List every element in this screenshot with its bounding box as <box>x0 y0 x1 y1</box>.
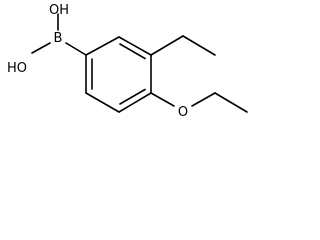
ring-bond-c1-c2 <box>118 36 152 56</box>
ring-bond-c4-c5 <box>85 92 120 113</box>
ethoxy-bond-o-ch2 <box>191 92 216 107</box>
ring-bond-c6-c1 <box>85 36 120 56</box>
ring-double-bond-c3-c4 <box>119 88 146 105</box>
ether-oxygen-label: O <box>178 105 188 120</box>
ethoxy-bond-ch2-ch3 <box>214 92 248 113</box>
ethyl-bond-1 <box>150 35 184 56</box>
hydroxyl-top-label: OH <box>49 3 69 18</box>
boron-ring-bond <box>65 42 87 56</box>
ring-double-bond-c1-c2 <box>119 43 146 60</box>
ethoxy-bond-c-o <box>150 92 175 107</box>
ring-bond-c3-c4 <box>118 92 152 113</box>
hydroxyl-bottom-label: HO <box>7 61 27 76</box>
ethyl-bond-2 <box>182 35 216 56</box>
chemical-structure: B OH HO O <box>7 3 248 120</box>
boron-label: B <box>54 31 63 46</box>
boron-oh-bottom-bond <box>31 42 51 54</box>
